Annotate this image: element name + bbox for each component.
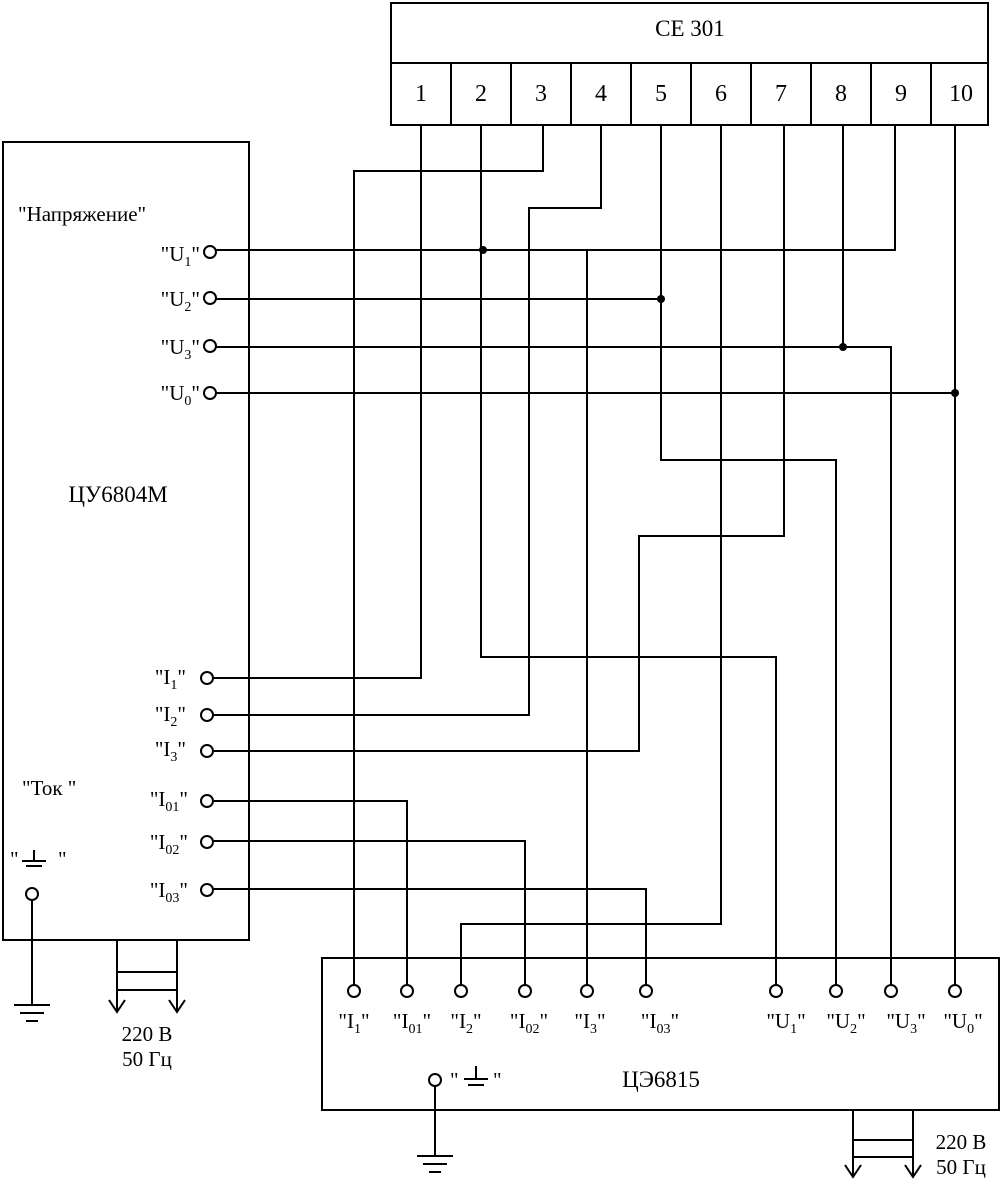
calibrator-terminal-i2[interactable]	[200, 708, 214, 722]
reference-label-u2: "U2"	[826, 1009, 865, 1037]
reference-terminal-i1[interactable]	[347, 984, 361, 998]
calibrator-body	[2, 141, 250, 941]
wire-i1	[213, 125, 422, 679]
meter-terminal-4: 4	[595, 81, 607, 107]
meter-ce301: CE 301 1 2 3 4 5 6 7 8 9 10	[390, 2, 989, 126]
reference-earth-ground-icon	[417, 1155, 453, 1173]
meter-terminal-7: 7	[775, 81, 787, 107]
wire-t3-ref-i1	[353, 125, 544, 985]
reference-terminal-i01[interactable]	[400, 984, 414, 998]
reference-label-i3: "I3"	[574, 1009, 605, 1037]
reference-label-i02: "I02"	[510, 1009, 548, 1037]
calibrator-power-frequency: 50 Гц	[122, 1047, 172, 1071]
calibrator-label-i02: "I02"	[150, 830, 188, 858]
calibrator-label-i2: "I2"	[155, 702, 186, 730]
calibrator-terminals	[200, 245, 217, 897]
reference-label-u1: "U1"	[766, 1009, 805, 1037]
calibrator-ground-label-open: "	[10, 847, 19, 871]
meter-terminal-5: 5	[655, 81, 667, 107]
reference-label-i03: "I03"	[641, 1009, 679, 1037]
reference-terminal-u0[interactable]	[948, 984, 962, 998]
wire-i02	[213, 840, 526, 985]
calibrator-label-i01: "I01"	[150, 787, 188, 815]
calibrator-terminal-u2[interactable]	[203, 291, 217, 305]
junction-dot	[951, 389, 959, 397]
reference-label-i1: "I1"	[338, 1009, 369, 1037]
reference-name: ЦЭ6815	[622, 1067, 700, 1092]
calibrator-label-i03: "I03"	[150, 878, 188, 906]
calibrator-block: "Напряжение" ЦУ6804М "Ток " "U1" "U2" "U…	[2, 141, 250, 1071]
meter-title: CE 301	[655, 16, 725, 41]
meter-terminal-1: 1	[415, 81, 427, 107]
calibrator-terminal-i02[interactable]	[200, 835, 214, 849]
calibrator-earth-ground-icon	[14, 1004, 50, 1022]
meter-terminal-6: 6	[715, 81, 727, 107]
meter-terminal-9: 9	[895, 81, 907, 107]
calibrator-power-voltage: 220 В	[122, 1022, 173, 1046]
reference-label-u0: "U0"	[943, 1009, 982, 1037]
calibrator-terminal-i3[interactable]	[200, 744, 214, 758]
junction-dot	[657, 295, 665, 303]
calibrator-terminal-i01[interactable]	[200, 794, 214, 808]
calibrator-ground-terminal[interactable]	[25, 887, 39, 901]
calibrator-name: ЦУ6804М	[68, 482, 167, 507]
reference-label-u3: "U3"	[886, 1009, 925, 1037]
reference-terminal-i03[interactable]	[639, 984, 653, 998]
calibrator-label-i1: "I1"	[155, 665, 186, 693]
junction-dot	[479, 246, 487, 254]
reference-terminals	[347, 984, 962, 998]
meter-terminal-10: 10	[949, 81, 973, 107]
reference-power-cable	[844, 1110, 922, 1179]
reference-terminal-u1[interactable]	[769, 984, 783, 998]
junction-dot	[839, 343, 847, 351]
wire-i01	[213, 800, 408, 985]
wire-u3	[216, 346, 892, 985]
wire-u2-t5	[660, 125, 837, 985]
reference-terminal-u2[interactable]	[829, 984, 843, 998]
calibrator-power-cable	[108, 940, 186, 1014]
wire-i03	[213, 888, 647, 985]
reference-label-i2: "I2"	[450, 1009, 481, 1037]
calibrator-label-u2: "U2"	[161, 287, 200, 315]
voltage-group-label: "Напряжение"	[18, 202, 146, 226]
wires	[213, 125, 959, 985]
meter-terminal-3: 3	[535, 81, 547, 107]
reference-body	[321, 957, 1000, 1111]
wire-u1-branch-t2	[480, 125, 777, 985]
reference-terminal-i3[interactable]	[580, 984, 594, 998]
calibrator-ground-glyph-icon	[22, 850, 46, 867]
calibrator-label-u1: "U1"	[161, 242, 200, 270]
reference-terminal-u3[interactable]	[884, 984, 898, 998]
reference-terminal-i02[interactable]	[518, 984, 532, 998]
reference-ground-label-open: "	[450, 1068, 459, 1092]
wire-i3	[213, 125, 785, 752]
calibrator-label-i3: "I3"	[155, 737, 186, 765]
reference-label-i01: "I01"	[393, 1009, 431, 1037]
reference-ground-terminal[interactable]	[428, 1073, 442, 1087]
calibrator-terminal-u3[interactable]	[203, 339, 217, 353]
wire-i2	[213, 125, 602, 716]
reference-power-frequency: 50 Гц	[936, 1155, 986, 1179]
current-group-label: "Ток "	[22, 776, 76, 800]
reference-block: ЦЭ6815 "I1" "I01" "I2" "I02" "I3" "I03" …	[321, 957, 1000, 1179]
meter-terminal-8: 8	[835, 81, 847, 107]
wire-u1	[216, 125, 896, 251]
calibrator-terminal-u0[interactable]	[203, 386, 217, 400]
calibrator-terminal-i1[interactable]	[200, 671, 214, 685]
calibrator-label-u0: "U0"	[161, 381, 200, 409]
calibrator-label-u3: "U3"	[161, 335, 200, 363]
meter-terminal-2: 2	[475, 81, 487, 107]
reference-ground-label-close: "	[493, 1068, 502, 1092]
reference-ground-glyph-icon	[464, 1066, 488, 1086]
reference-terminal-i2[interactable]	[454, 984, 468, 998]
wire-t6-ref-i2	[460, 125, 722, 985]
reference-power-voltage: 220 В	[936, 1130, 987, 1154]
wire-t9-ref-i3	[586, 249, 895, 985]
calibrator-ground-label-close: "	[58, 847, 67, 871]
calibrator-terminal-u1[interactable]	[203, 245, 217, 259]
calibrator-terminal-i03[interactable]	[200, 883, 214, 897]
